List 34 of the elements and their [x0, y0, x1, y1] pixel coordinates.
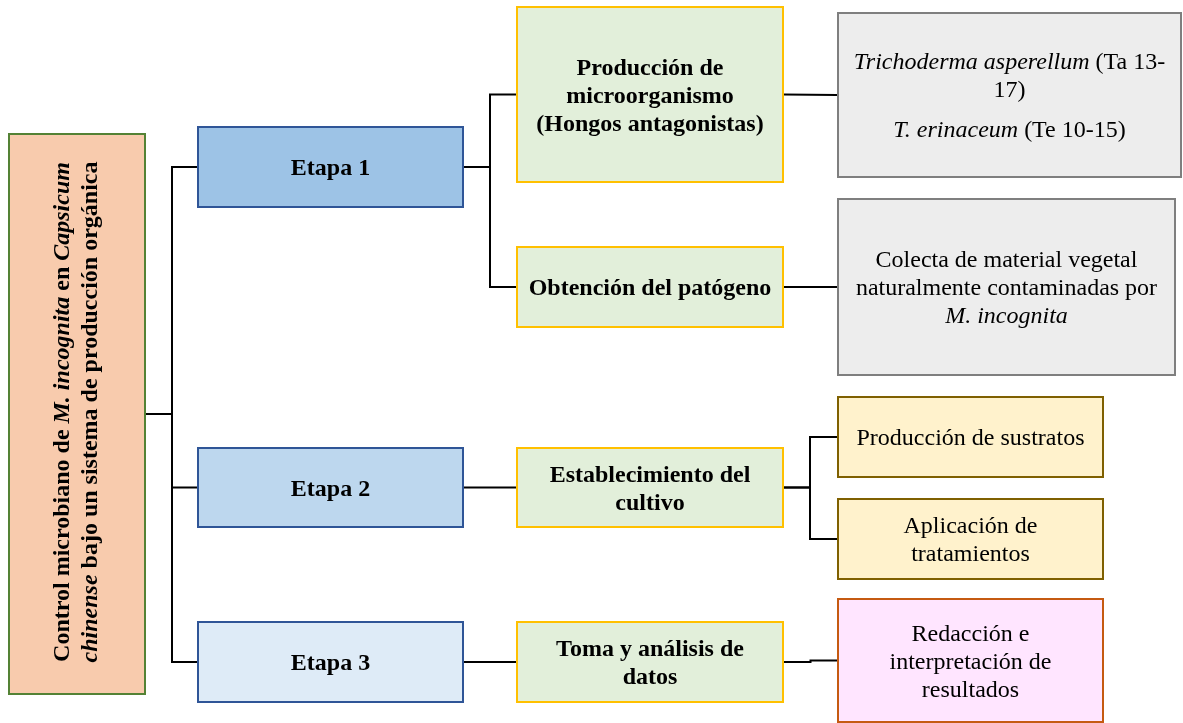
- connector-line: [463, 166, 517, 288]
- box-text: Aplicación de tratamientos: [902, 511, 1039, 567]
- result-box: [837, 598, 1104, 723]
- connector-line: [783, 93, 838, 96]
- stage-box: [197, 621, 464, 703]
- connector-line: [783, 486, 838, 540]
- connector-line: [145, 413, 198, 663]
- detail-box: [837, 396, 1104, 478]
- box-text: Etapa 3: [290, 648, 371, 676]
- stage-box: [197, 447, 464, 528]
- box-text: Trichoderma asperellum (Ta 13-17): [852, 47, 1167, 103]
- box-text: Obtención del patógeno: [528, 273, 772, 301]
- box-text: Etapa 2: [290, 473, 371, 502]
- process-box: [516, 246, 784, 328]
- box-text: Producción de microorganismo (Hongos antagonistas): [535, 52, 765, 137]
- title-box: [8, 133, 146, 695]
- process-box: [516, 447, 784, 528]
- detail-box: [837, 198, 1176, 376]
- stage-box: [197, 126, 464, 208]
- box-text: Toma y análisis de datos: [555, 634, 745, 690]
- box-text: T. erinaceum (Te 10-15): [893, 115, 1126, 143]
- connector-line: [463, 661, 517, 663]
- box-text: Etapa 1: [290, 153, 371, 181]
- connector-line: [783, 659, 838, 663]
- process-box: [516, 6, 784, 183]
- connector-line: [783, 286, 838, 288]
- box-text: Producción de sustratos: [856, 423, 1085, 451]
- process-box: [516, 621, 784, 703]
- box-text: Colecta de material vegetal naturalmente contaminadas por M. incognita: [854, 245, 1159, 329]
- box-text: Establecimiento del cultivo: [548, 459, 752, 516]
- detail-box: [837, 12, 1182, 178]
- connector-line: [463, 486, 517, 489]
- box-text: Redacción e interpretación de resultados: [888, 618, 1053, 703]
- detail-box: [837, 498, 1104, 580]
